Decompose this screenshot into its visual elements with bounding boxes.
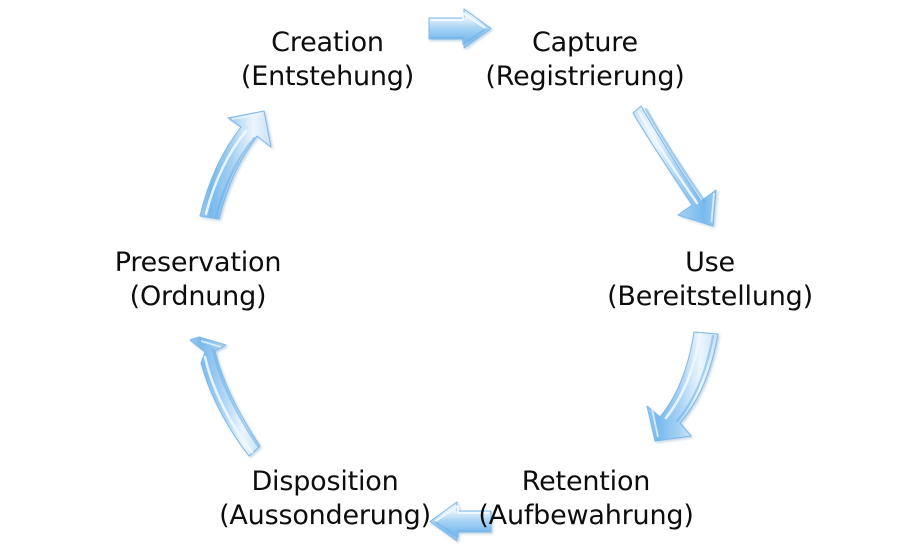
stage-capture-english: Capture — [532, 27, 638, 58]
arrow-use-to-retention-icon — [646, 331, 719, 442]
stage-use-english: Use — [685, 247, 735, 278]
stage-label-use: Use (Bereitstellung) — [598, 246, 822, 314]
stage-disposition-english: Disposition — [251, 466, 399, 497]
stage-label-capture: Capture (Registrierung) — [470, 26, 700, 94]
stage-retention-english: Retention — [521, 466, 651, 497]
arrow-disposition-to-preservation-icon — [189, 336, 261, 457]
stage-label-creation: Creation (Entstehung) — [215, 26, 440, 94]
stage-retention-german: (Aufbewahrung) — [478, 500, 694, 531]
stage-creation-english: Creation — [271, 27, 384, 58]
arrow-preservation-to-creation-icon — [199, 110, 272, 220]
stage-label-retention: Retention (Aufbewahrung) — [472, 465, 700, 533]
arrow-capture-to-use-icon — [632, 105, 717, 227]
stage-capture-german: (Registrierung) — [485, 61, 685, 92]
stage-preservation-german: (Ordnung) — [129, 281, 267, 312]
stage-creation-german: (Entstehung) — [240, 61, 415, 92]
stage-preservation-english: Preservation — [114, 247, 282, 278]
stage-label-disposition: Disposition (Aussonderung) — [215, 465, 435, 533]
stage-disposition-german: (Aussonderung) — [219, 500, 431, 531]
stage-use-german: (Bereitstellung) — [607, 281, 813, 312]
stage-label-preservation: Preservation (Ordnung) — [85, 246, 311, 314]
